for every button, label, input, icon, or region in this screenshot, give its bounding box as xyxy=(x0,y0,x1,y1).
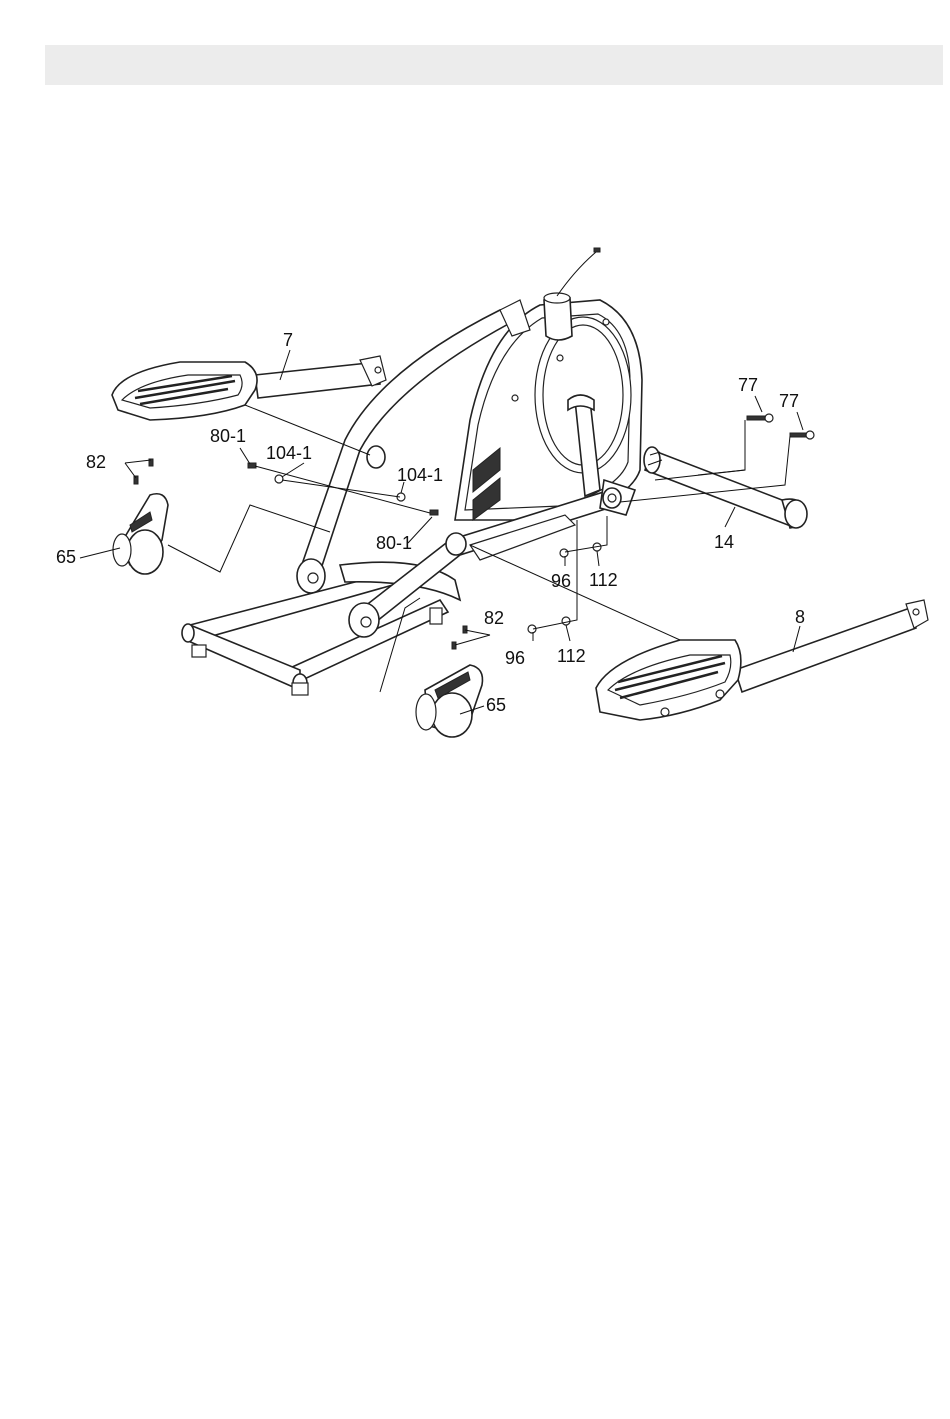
rear-stabilizer xyxy=(644,447,807,528)
callout-7: 7 xyxy=(283,330,293,350)
callout-14: 14 xyxy=(714,532,734,552)
callout-96-lower: 96 xyxy=(505,648,525,668)
callout-80-1-bottom: 80-1 xyxy=(376,533,412,553)
callout-104-1-left: 104-1 xyxy=(266,443,312,463)
callout-80-1-top: 80-1 xyxy=(210,426,246,446)
right-pedal-arm xyxy=(596,600,928,720)
callout-77-left: 77 xyxy=(738,375,758,395)
callout-82-left: 82 xyxy=(86,452,106,472)
right-end-cap xyxy=(416,665,483,737)
callout-65-left: 65 xyxy=(56,547,76,567)
left-end-cap xyxy=(113,494,168,574)
callout-82-right: 82 xyxy=(484,608,504,628)
callout-104-1-right: 104-1 xyxy=(397,465,443,485)
callout-112-upper: 112 xyxy=(589,570,618,590)
callout-65-right: 65 xyxy=(486,695,506,715)
callout-96-upper: 96 xyxy=(551,571,571,591)
callout-112-lower: 112 xyxy=(557,646,586,666)
callout-8: 8 xyxy=(795,607,805,627)
callout-77-right: 77 xyxy=(779,391,799,411)
left-pedal-arm xyxy=(112,356,386,420)
